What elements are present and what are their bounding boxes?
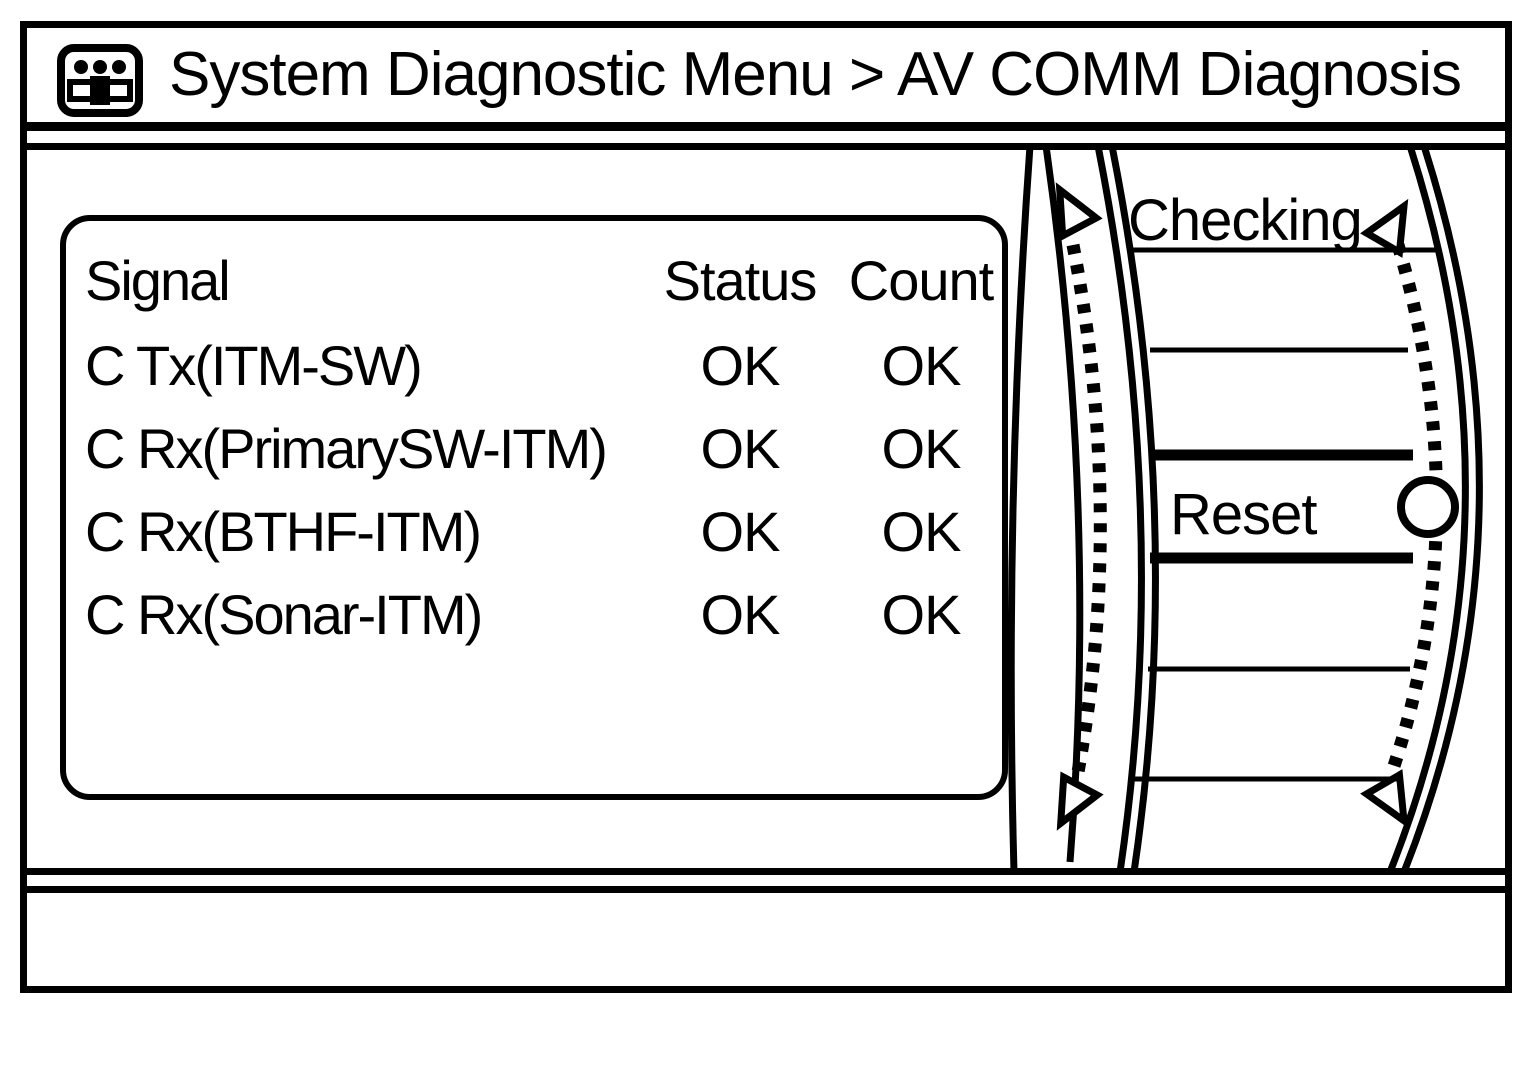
drum-arc-left-inner <box>1043 150 1084 863</box>
signal-name: C Rx(BTHF-ITM) <box>85 500 482 563</box>
content-top-divider <box>27 143 1505 150</box>
drum-row-hit-reset[interactable] <box>1152 462 1410 552</box>
table-header-row: Signal Status Count <box>85 250 1010 312</box>
scroll-up-arrow-right-icon[interactable] <box>1360 197 1421 258</box>
bottom-band-bottom-line <box>27 886 1505 893</box>
table-row: C Rx(Sonar-ITM) OK OK <box>85 584 1010 646</box>
signal-table-panel <box>60 215 1008 800</box>
signal-count: OK <box>881 500 962 563</box>
drum-scroll-track-right[interactable] <box>1385 243 1443 775</box>
signal-status: OK <box>700 583 781 646</box>
drum-scroll-track-left[interactable] <box>1066 243 1107 774</box>
drum-arc-left-outer <box>1007 150 1034 869</box>
column-header-count: Count <box>848 249 994 312</box>
signal-status: OK <box>700 500 781 563</box>
drum-edge-right-2 <box>1401 150 1483 869</box>
signal-count: OK <box>881 417 962 480</box>
scroll-down-arrow-left-icon[interactable] <box>1044 771 1104 832</box>
signal-name: C Rx(PrimarySW-ITM) <box>85 417 608 480</box>
table-row: C Tx(ITM-SW) OK OK <box>85 335 1010 397</box>
scroll-up-arrow-left-icon[interactable] <box>1043 181 1103 242</box>
signal-status: OK <box>700 417 781 480</box>
page-title: System Diagnostic Menu > AV COMM Diagnos… <box>169 40 1462 109</box>
drum-selector: Checking Reset <box>1007 150 1483 869</box>
signal-count: OK <box>881 583 962 646</box>
drum-item-reset[interactable]: Reset <box>1170 482 1318 547</box>
titlebar-divider <box>27 122 1505 131</box>
footer-bar <box>27 893 1505 985</box>
signal-name: C Tx(ITM-SW) <box>85 334 423 397</box>
title-bar: System Diagnostic Menu > AV COMM Diagnos… <box>27 28 1505 122</box>
bottom-band-top-line <box>27 868 1505 875</box>
table-row: C Rx(PrimarySW-ITM) OK OK <box>85 418 1010 480</box>
column-header-signal: Signal <box>85 249 231 312</box>
drum-item-checking[interactable]: Checking <box>1128 188 1363 253</box>
table-row: C Rx(BTHF-ITM) OK OK <box>85 501 1010 563</box>
signal-name: C Rx(Sonar-ITM) <box>85 583 483 646</box>
scroll-down-arrow-right-icon[interactable] <box>1360 769 1421 830</box>
column-header-status: Status <box>663 249 818 312</box>
signal-status: OK <box>700 334 781 397</box>
signal-count: OK <box>881 334 962 397</box>
av-control-panel-icon <box>57 44 143 117</box>
drum-row-hit-checking[interactable] <box>1130 152 1430 248</box>
reset-radio-indicator[interactable] <box>1397 476 1459 538</box>
drum-edge-left-1 <box>1095 150 1145 869</box>
